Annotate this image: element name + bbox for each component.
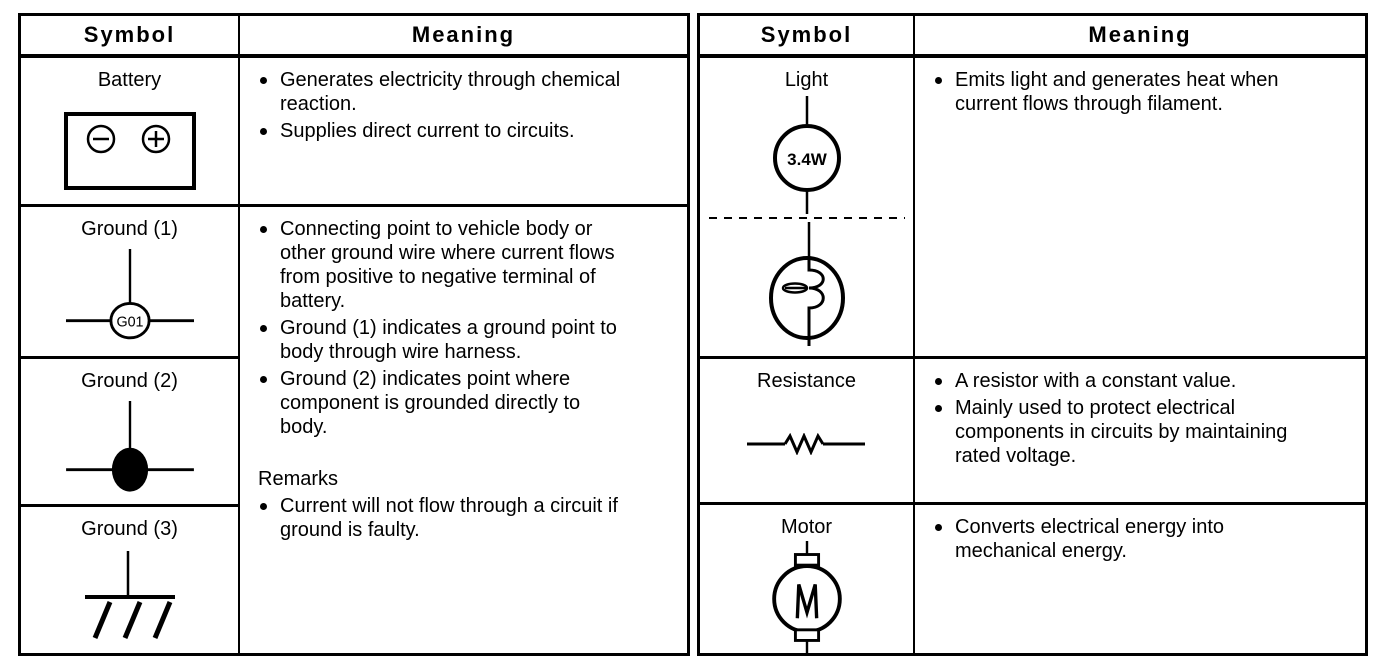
resistance-symbol-cell: Resistance [700, 359, 915, 505]
right-meaning-header: Meaning [915, 16, 1365, 58]
bullet-item: Generates electricity through chemical r… [258, 68, 671, 116]
bullet-icon [935, 77, 942, 84]
motor-label: Motor [780, 516, 833, 538]
bullet-item: Emits light and generates heat when curr… [933, 68, 1349, 116]
light-bulb-filament-icon [768, 222, 845, 346]
bullet-icon [935, 405, 942, 412]
motor-m-glyph [795, 583, 818, 619]
ground-2-symbol-cell: Ground (2) [21, 359, 240, 507]
bullet-text: Converts electrical energy into mechanic… [955, 516, 1225, 562]
bullet-icon [260, 376, 267, 383]
bullet-icon [935, 378, 942, 385]
battery-symbol-cell: Battery [21, 58, 240, 207]
bullet-text: Emits light and generates heat when curr… [955, 69, 1279, 115]
ground-2-symbol-icon [65, 401, 194, 492]
bullet-text: Current will not flow through a circuit … [280, 495, 618, 541]
battery-meaning-cell: Generates electricity through chemical r… [240, 58, 687, 207]
light-symbol-cell: Light 3.4W [700, 58, 915, 359]
ground-meaning-cell: Connecting point to vehicle body or othe… [240, 207, 687, 653]
remarks-heading: Remarks [258, 468, 339, 490]
light-meaning-cell: Emits light and generates heat when curr… [915, 58, 1365, 359]
bullet-icon [935, 524, 942, 531]
ground-1-symbol-icon: G01 [65, 249, 194, 340]
motor-symbol-icon [771, 541, 842, 653]
dashed-divider [708, 217, 905, 219]
bullet-text: Generates electricity through chemical r… [280, 69, 621, 115]
motor-meaning-cell: Converts electrical energy into mechanic… [915, 505, 1365, 653]
bullet-text: A resistor with a constant value. [955, 370, 1237, 392]
ground-1-symbol-cell: Ground (1) G01 [21, 207, 240, 359]
ground-1-label: Ground (1) [81, 218, 178, 240]
bullet-icon [260, 325, 267, 332]
bullet-icon [260, 128, 267, 135]
battery-label: Battery [97, 69, 162, 91]
battery-symbol-icon [63, 112, 196, 190]
motor-symbol-cell: Motor [700, 505, 915, 653]
bullet-item: A resistor with a constant value. [933, 369, 1349, 393]
bulb-wattage-text: 3.4W [787, 150, 828, 169]
bullet-item: Converts electrical energy into mechanic… [933, 515, 1349, 563]
resistor-symbol-icon [746, 433, 865, 455]
ground-3-symbol-icon [84, 551, 175, 639]
ground-3-label: Ground (3) [81, 518, 178, 540]
light-bulb-wattage-icon: 3.4W [772, 96, 841, 214]
ground-3-symbol-cell: Ground (3) [21, 507, 240, 653]
bullet-icon [260, 226, 267, 233]
bullet-text: Ground (1) indicates a ground point to b… [280, 317, 617, 363]
left-meaning-header: Meaning [240, 16, 687, 58]
ground-2-label: Ground (2) [81, 370, 178, 392]
bullet-item: Supplies direct current to circuits. [258, 119, 671, 143]
bullet-text: Connecting point to vehicle body or othe… [280, 218, 615, 312]
light-label: Light [784, 69, 829, 91]
bullet-icon [260, 503, 267, 510]
bullet-text: Mainly used to protect electrical compon… [955, 397, 1288, 467]
bullet-text: Ground (2) indicates point where compone… [280, 368, 581, 438]
bullet-item: Mainly used to protect electrical compon… [933, 396, 1349, 468]
right-symbol-header: Symbol [700, 16, 915, 58]
left-symbol-header: Symbol [21, 16, 240, 58]
left-symbol-table: Symbol Meaning Battery Generates electri… [18, 13, 690, 656]
resistance-label: Resistance [757, 370, 856, 392]
bullet-item: Ground (1) indicates a ground point to b… [258, 316, 671, 364]
bullet-item: Ground (2) indicates point where compone… [258, 367, 671, 439]
bullet-item: Current will not flow through a circuit … [258, 494, 671, 542]
bullet-text: Supplies direct current to circuits. [280, 120, 575, 142]
right-symbol-table: Symbol Meaning Light 3.4W [697, 13, 1368, 656]
bullet-item: Connecting point to vehicle body or othe… [258, 217, 671, 313]
ground-point-code: G01 [116, 314, 143, 330]
resistance-meaning-cell: A resistor with a constant value. Mainly… [915, 359, 1365, 505]
bullet-icon [260, 77, 267, 84]
